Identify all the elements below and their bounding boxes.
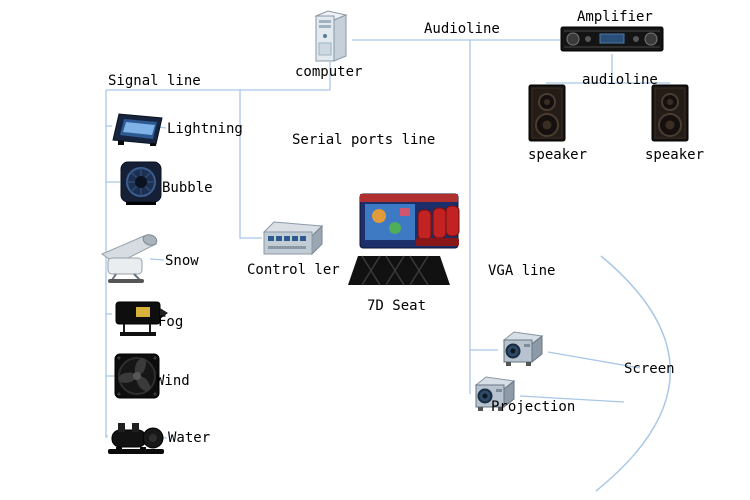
fog-machine-icon: [110, 292, 168, 344]
water-pump-icon: [106, 418, 166, 460]
speaker-left-label: speaker: [528, 147, 588, 163]
controller-label: Control ler: [247, 262, 340, 278]
device-label-wind: Wind: [156, 373, 190, 389]
audioline-speakers-label: audioline: [582, 72, 658, 88]
computer-tower-icon: [308, 10, 352, 66]
amplifier-icon: [560, 24, 664, 58]
speaker-right-label: speaker: [645, 147, 705, 163]
vga-line-label: VGA line: [488, 263, 556, 279]
projector-icon: [498, 328, 546, 374]
seat-7d-label: 7D Seat: [367, 298, 427, 314]
device-label-bubble: Bubble: [162, 180, 213, 196]
device-label-water: Water: [168, 430, 211, 446]
device-label-snow: Snow: [165, 253, 199, 269]
wind-fan-icon: [113, 352, 161, 404]
projection-label: Projection: [491, 399, 576, 415]
audioline-label: Audioline: [424, 21, 500, 37]
signal-line-label: Signal line: [108, 73, 201, 89]
computer-label: computer: [295, 64, 363, 80]
lightning-machine-icon: [110, 108, 165, 150]
snow-machine-icon: [96, 232, 164, 288]
screen-arc: [595, 255, 671, 492]
serial-ports-line-label: Serial ports line: [292, 132, 436, 148]
controller-icon: [262, 220, 324, 262]
amplifier-label: Amplifier: [577, 9, 653, 25]
speaker-icon: [527, 83, 567, 147]
screen-label: Screen: [624, 361, 675, 377]
projector-icon: [470, 373, 518, 419]
bubble-machine-icon: [118, 158, 166, 210]
device-label-fog: Fog: [158, 314, 184, 330]
device-label-lightning: Lightning: [167, 121, 243, 137]
speaker-icon: [650, 83, 690, 147]
seat-7d-icon: [338, 192, 460, 296]
